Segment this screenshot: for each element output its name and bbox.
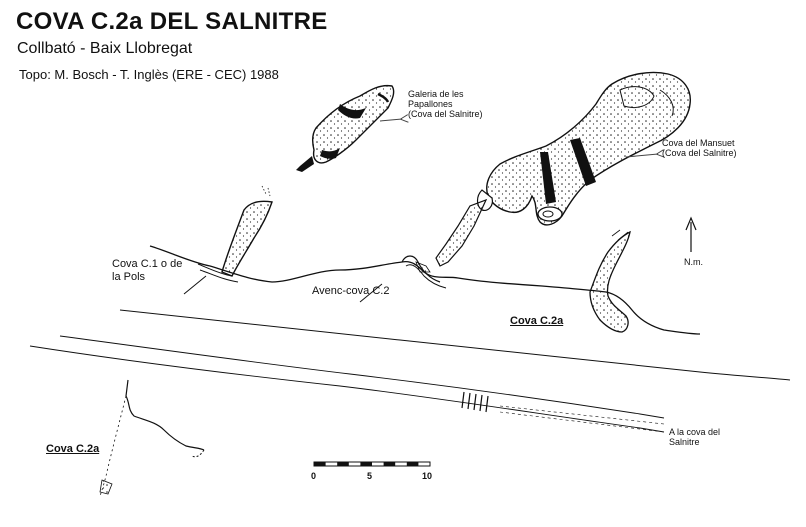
label-mansuet-line2: (Cova del Salnitre) xyxy=(662,148,737,158)
path-steps xyxy=(461,391,489,413)
scale-tick-0: 0 xyxy=(311,471,317,481)
label-cova-c2a-inset: Cova C.2a xyxy=(46,443,100,455)
cova-mansuet-passage xyxy=(435,71,691,267)
map-title: COVA C.2a DEL SALNITRE xyxy=(16,8,328,35)
scale-tick-5: 5 xyxy=(367,471,373,481)
map-subtitle: Collbató - Baix Llobregat xyxy=(17,40,193,57)
label-salnitre: A la cova del Salnitre xyxy=(669,427,720,447)
label-salnitre-line2: Salnitre xyxy=(669,437,700,447)
path-lower-line xyxy=(29,345,665,433)
topo-credit: Topo: M. Bosch - T. Inglès (ERE - CEC) 1… xyxy=(19,67,279,82)
label-cova-c1-line1: Cova C.1 o de xyxy=(112,258,183,270)
label-cova-c1-line2: la Pols xyxy=(112,271,146,283)
label-mansuet-line1: Cova del Mansuet xyxy=(662,138,735,148)
galeria-arrow xyxy=(379,119,402,121)
north-label: N.m. xyxy=(684,257,703,267)
path-upper-line xyxy=(59,335,665,419)
label-galeria: Galeria de les Papallones (Cova del Saln… xyxy=(408,89,483,119)
scale-bar xyxy=(313,461,431,467)
slope-line xyxy=(119,309,791,381)
avenc-cova-c2-entrance xyxy=(359,255,447,303)
cova-c1-entrance xyxy=(183,263,239,295)
label-avenc: Avenc-cova C.2 xyxy=(312,285,390,297)
label-salnitre-line1: A la cova del xyxy=(669,427,721,437)
label-galeria-line3: (Cova del Salnitre) xyxy=(408,109,483,119)
scale-tick-10: 10 xyxy=(422,471,433,481)
label-galeria-line2: Papallones xyxy=(408,99,453,109)
north-arrow-icon xyxy=(685,216,697,252)
galeria-papallones-passage xyxy=(296,84,395,172)
inset-cova-c2a-plan xyxy=(99,379,205,497)
surface-line xyxy=(149,245,701,335)
mansuet-arrow xyxy=(625,154,658,157)
cova-c2a-passage xyxy=(589,229,631,333)
label-cova-c2a-main: Cova C.2a xyxy=(510,315,564,327)
label-galeria-line1: Galeria de les xyxy=(408,89,464,99)
label-mansuet: Cova del Mansuet (Cova del Salnitre) xyxy=(662,138,737,158)
label-cova-c1: Cova C.1 o de la Pols xyxy=(112,258,182,284)
cova-c1-shaft xyxy=(221,185,273,277)
